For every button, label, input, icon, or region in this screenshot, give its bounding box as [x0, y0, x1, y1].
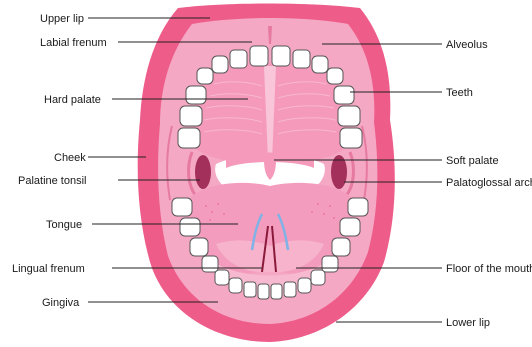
label-cheek: Cheek — [54, 152, 86, 164]
label-hard-palate: Hard palate — [44, 94, 101, 106]
left-palatine-tonsil — [195, 155, 211, 189]
label-palatoglossal-arch: Palatoglossal arch — [446, 177, 532, 189]
label-palatine-tonsil: Palatine tonsil — [18, 175, 87, 187]
label-soft-palate: Soft palate — [446, 155, 499, 167]
label-teeth: Teeth — [446, 87, 473, 99]
label-gingiva: Gingiva — [42, 297, 80, 309]
label-upper-lip: Upper lip — [40, 13, 84, 25]
label-floor-of-mouth: Floor of the mouth — [446, 263, 532, 275]
label-lower-lip: Lower lip — [446, 317, 490, 329]
label-alveolus: Alveolus — [446, 39, 488, 51]
label-tongue: Tongue — [46, 219, 82, 231]
label-labial-frenum: Labial frenum — [40, 37, 107, 49]
label-lingual-frenum: Lingual frenum — [12, 263, 85, 275]
